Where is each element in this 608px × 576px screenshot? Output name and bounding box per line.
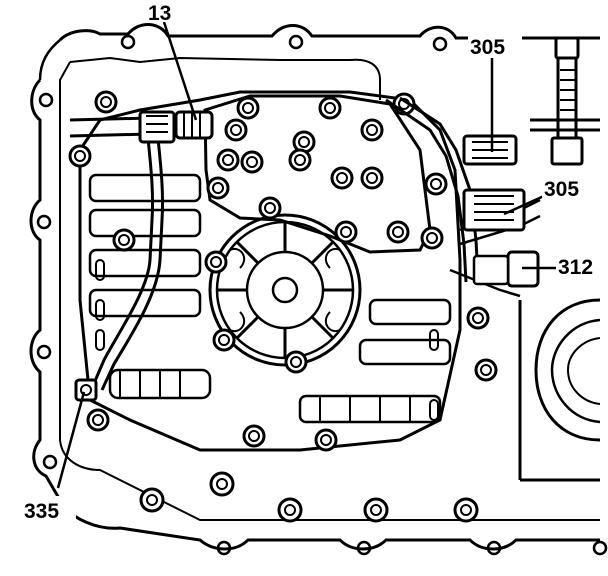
callout-335: 335 bbox=[24, 500, 59, 523]
output-housing bbox=[518, 298, 601, 482]
leader-305-mid bbox=[503, 194, 545, 216]
filter-screen bbox=[208, 213, 362, 367]
callout-labels: 13 305 305 312 335 bbox=[22, 0, 608, 523]
leader-335 bbox=[56, 391, 86, 489]
pan-bolts bbox=[139, 471, 479, 523]
valve-body-plate bbox=[78, 90, 462, 452]
manual-shaft bbox=[530, 36, 600, 166]
callout-13: 13 bbox=[148, 2, 171, 25]
leader-13 bbox=[162, 21, 198, 121]
leader-lines bbox=[56, 21, 558, 489]
connector-13 bbox=[138, 110, 214, 144]
sensor-335 bbox=[74, 378, 98, 402]
valve-body-bolts bbox=[68, 90, 498, 452]
solenoid-305 bbox=[462, 134, 526, 232]
transmission-case-outline bbox=[29, 23, 608, 556]
callout-305-mid: 305 bbox=[544, 178, 579, 201]
callout-305-top: 305 bbox=[470, 36, 505, 59]
callout-312: 312 bbox=[558, 256, 593, 279]
